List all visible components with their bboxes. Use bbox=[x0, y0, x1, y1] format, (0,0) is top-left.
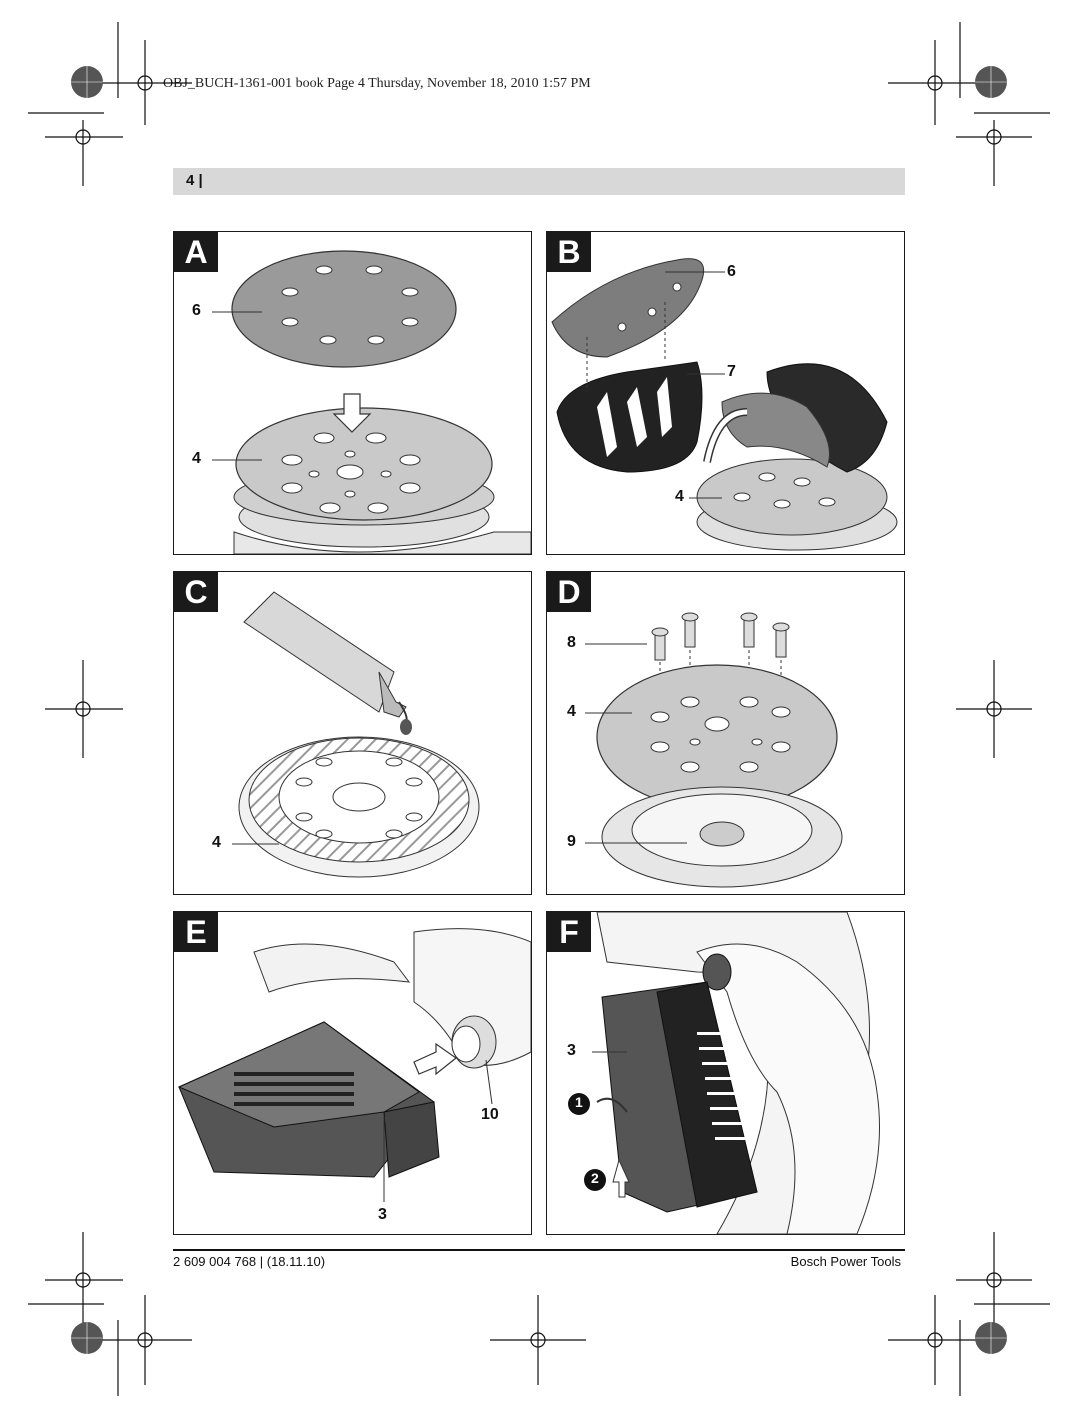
callout-label: 3 bbox=[567, 1042, 576, 1059]
panel-a: A 6 4 bbox=[173, 231, 532, 555]
panel-letter: C bbox=[174, 572, 218, 612]
dust-box-removal-illustration bbox=[568, 912, 880, 1234]
callout-label: 7 bbox=[727, 363, 736, 380]
callout-label: 3 bbox=[378, 1206, 387, 1223]
callout-label: 6 bbox=[727, 263, 736, 280]
callout-label: 10 bbox=[481, 1106, 499, 1123]
step-2-marker: 2 bbox=[591, 1170, 599, 1186]
callout-label: 6 bbox=[192, 302, 201, 319]
print-slug: OBJ_BUCH-1361-001 book Page 4 Thursday, … bbox=[163, 76, 591, 91]
sanding-sheet-illustration bbox=[212, 250, 531, 554]
callout-label: 8 bbox=[567, 634, 576, 651]
panel-b: B 6 7 4 bbox=[546, 231, 905, 555]
panel-letter: B bbox=[547, 232, 591, 272]
adhesive-application-illustration bbox=[232, 591, 480, 878]
callout-label: 4 bbox=[212, 834, 221, 851]
step-1-marker: 1 bbox=[575, 1094, 583, 1110]
page-header-bar bbox=[173, 168, 905, 195]
callout-label: 4 bbox=[192, 450, 201, 467]
callout-label: 4 bbox=[567, 703, 576, 720]
page-number: 4 | bbox=[186, 172, 203, 189]
brand-name: Bosch Power Tools bbox=[790, 1254, 901, 1269]
panel-c: C 4 bbox=[173, 571, 532, 895]
document-number: 2 609 004 768 | (18.11.10) bbox=[173, 1254, 326, 1269]
footer-rule bbox=[173, 1249, 905, 1251]
panel-f: F 3 1 2 bbox=[546, 911, 905, 1235]
panel-letter: F bbox=[547, 912, 591, 952]
dust-box-attach-illustration bbox=[177, 928, 531, 1202]
panel-letter: D bbox=[547, 572, 591, 612]
panel-letter: A bbox=[174, 232, 218, 272]
panel-e: E 10 3 bbox=[173, 911, 532, 1235]
sanding-sheet-holder-illustration bbox=[551, 258, 898, 551]
panel-d: D 8 4 9 bbox=[546, 571, 905, 895]
callout-label: 9 bbox=[567, 833, 576, 850]
pad-screw-illustration bbox=[585, 612, 843, 888]
panel-letter: E bbox=[174, 912, 218, 952]
callout-label: 4 bbox=[675, 488, 684, 505]
